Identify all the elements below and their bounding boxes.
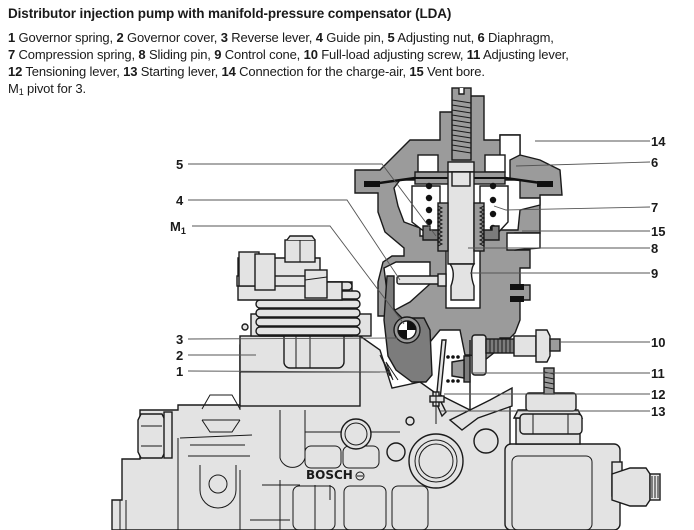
reverse-lever	[383, 275, 433, 383]
callout-3: 3	[176, 332, 183, 347]
adjusting-lever	[446, 340, 471, 410]
callout-6: 6	[651, 155, 658, 170]
caption-pivot-note: M1 pivot for 3.	[8, 80, 569, 101]
caption-line-1: 1 Governor spring, 2 Governor cover, 3 R…	[8, 29, 569, 46]
callout-15: 15	[651, 224, 665, 239]
pivot-subscript: 1	[18, 87, 24, 97]
caption-num: 1	[8, 30, 16, 45]
caption-text: Sliding pin,	[145, 47, 215, 62]
caption-line-2: 7 Compression spring, 8 Sliding pin, 9 C…	[8, 46, 569, 63]
caption-text: Reverse lever,	[227, 30, 316, 45]
callout-7: 7	[651, 200, 658, 215]
governor-assembly	[236, 235, 380, 407]
leader-lines	[187, 140, 651, 412]
caption-text: Adjusting lever,	[480, 47, 569, 62]
caption-num: 7	[8, 47, 16, 62]
control-cone	[448, 263, 476, 301]
caption-text: Control cone,	[221, 47, 304, 62]
pivot-text: pivot for 3.	[23, 81, 86, 96]
callout-4: 4	[176, 193, 184, 208]
sliding-pin	[447, 171, 476, 301]
leader-1	[187, 370, 391, 373]
caption-num: 11	[466, 47, 481, 62]
pivot-symbol: M	[8, 81, 19, 96]
figure-title: Distributor injection pump with manifold…	[8, 6, 452, 21]
side-nut	[137, 413, 166, 459]
callout-2: 2	[176, 348, 183, 363]
adjusting-nut-right	[483, 225, 500, 241]
threaded-sleeve	[436, 202, 486, 252]
callout-m1: M1	[170, 219, 186, 236]
caption-num: 2	[116, 30, 124, 45]
caption-text: Governor spring,	[15, 30, 117, 45]
caption-text: Connection for the charge-air,	[235, 64, 410, 79]
callout-m1-symbol: M	[170, 219, 181, 234]
callout-10: 10	[651, 335, 665, 350]
callout-8: 8	[651, 241, 658, 256]
callout-m1-subscript: 1	[181, 226, 186, 236]
caption-text: Diaphragm,	[484, 30, 554, 45]
caption-num: 10	[303, 47, 318, 62]
caption-text: Tensioning lever,	[22, 64, 124, 79]
leader-m1	[192, 225, 405, 325]
pump-housing: BOSCH	[111, 335, 511, 530]
leader-7	[493, 205, 651, 211]
callout-12: 12	[651, 387, 665, 402]
callout-13: 13	[651, 404, 665, 419]
caption-num: 5	[387, 30, 395, 45]
callout-9: 9	[651, 266, 658, 281]
caption-num: 6	[477, 30, 485, 45]
caption-text: Vent bore.	[423, 64, 485, 79]
callout-14: 14	[651, 134, 666, 149]
leader-4	[188, 199, 401, 281]
leader-5	[188, 163, 437, 237]
caption-text: Adjusting nut,	[394, 30, 478, 45]
callout-5: 5	[176, 157, 183, 172]
leader-6	[515, 161, 651, 167]
caption-text: Compression spring,	[15, 47, 139, 62]
caption-text: Starting lever,	[137, 64, 222, 79]
caption-num: 9	[214, 47, 222, 62]
caption-text: Full-load adjusting screw,	[317, 47, 467, 62]
callout-labels-right: 14 6 7 15 8 9 10 11 12 13	[651, 134, 666, 419]
figure-caption: 1 Governor spring, 2 Governor cover, 3 R…	[8, 29, 569, 101]
caption-text: Guide pin,	[322, 30, 388, 45]
callout-11: 11	[651, 366, 665, 381]
delivery-valve	[504, 367, 661, 530]
full-load-adjusting-screw	[471, 329, 561, 376]
callout-1: 1	[176, 364, 183, 379]
guide-pin	[396, 273, 447, 287]
callout-labels-left: 5 4 M1 3 2 1	[170, 157, 186, 379]
caption-num: 8	[138, 47, 146, 62]
caption-num: 4	[315, 30, 323, 45]
adjusting-nut-left	[422, 225, 439, 241]
caption-num: 15	[409, 64, 424, 79]
threaded-stud	[447, 87, 475, 173]
starting-lever	[429, 391, 445, 424]
brand-marking: BOSCH	[306, 468, 353, 482]
caption-num: 12	[8, 64, 23, 79]
caption-text: Governor cover,	[123, 30, 221, 45]
caption-num: 13	[123, 64, 138, 79]
caption-num: 3	[220, 30, 228, 45]
caption-num: 14	[221, 64, 236, 79]
compression-spring	[425, 182, 497, 232]
leader-3	[187, 337, 399, 340]
caption-line-3: 12 Tensioning lever, 13 Starting lever, …	[8, 63, 569, 80]
